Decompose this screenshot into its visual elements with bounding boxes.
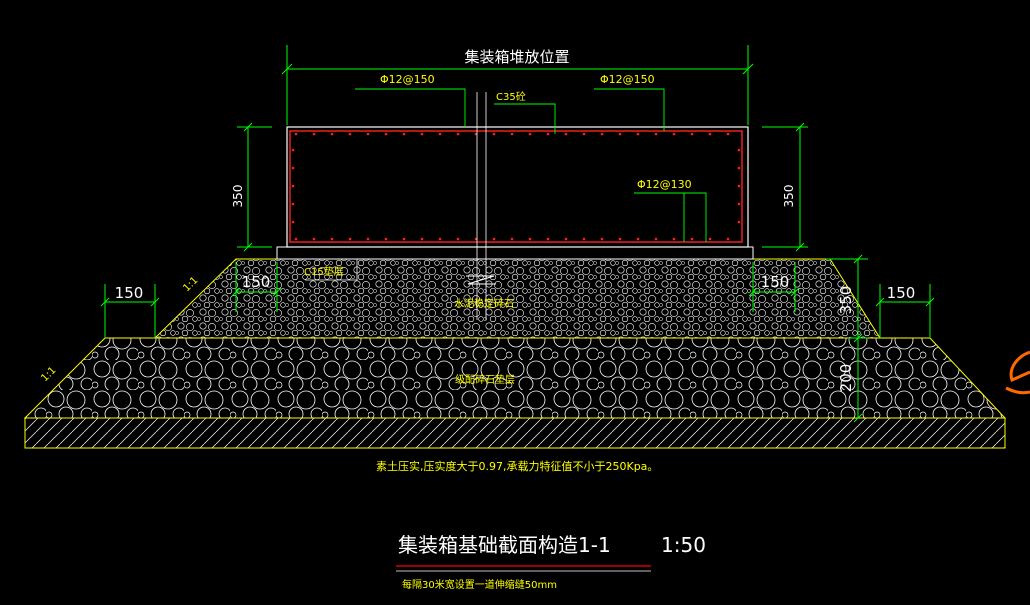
- c15-cushion: [276, 246, 754, 260]
- rebar-dot: [510, 237, 514, 241]
- rebar-dot: [438, 132, 442, 136]
- rebar-dot: [636, 132, 640, 136]
- rebar-dot: [618, 237, 622, 241]
- rebar-dot: [291, 148, 295, 152]
- rebar-dot: [708, 237, 712, 241]
- rebar-dot: [492, 132, 496, 136]
- rebar-dot: [420, 237, 424, 241]
- rebar-dot: [600, 132, 604, 136]
- rebar-dots: [291, 132, 741, 241]
- dim-offset-inner-right: 150: [761, 273, 790, 291]
- rebar-dot: [366, 132, 370, 136]
- dim-slab-left: 350: [231, 185, 245, 208]
- slab-height-dims: [237, 122, 808, 252]
- rebar-dot: [546, 237, 550, 241]
- rebar-dot: [564, 132, 568, 136]
- rebar-dot: [582, 132, 586, 136]
- rebar-dot: [312, 237, 316, 241]
- rebar-dot: [528, 132, 532, 136]
- rebar-dot: [737, 166, 741, 170]
- dim-stone-height: 200: [837, 364, 855, 393]
- rebar-dot: [737, 148, 741, 152]
- rebar-dot: [654, 132, 658, 136]
- top-dimension: [281, 45, 754, 125]
- partial-edge-mark: [1005, 350, 1030, 395]
- compacted-soil: [24, 417, 1006, 449]
- drawing-title: 集装箱基础截面构造1-1: [398, 533, 611, 557]
- rebar-dot: [366, 237, 370, 241]
- rebar-dot: [312, 132, 316, 136]
- rebar-dot: [528, 237, 532, 241]
- dim-gravel-height: 350: [837, 286, 855, 315]
- soil-note: 素土压实,压实度大于0.97,承载力特征值不小于250Kpa。: [376, 459, 658, 473]
- slope-label-lower: 1:1: [39, 365, 58, 384]
- rebar-dot: [420, 132, 424, 136]
- rebar-dot: [636, 237, 640, 241]
- rebar-dot: [654, 237, 658, 241]
- rebar-label-inner: Φ12@130: [637, 178, 692, 191]
- dim-offset-outer-left: 150: [115, 284, 144, 302]
- rebar-label-top-right: Φ12@150: [600, 73, 655, 86]
- rebar-dot: [330, 237, 334, 241]
- rebar-label-top-left: Φ12@150: [380, 73, 435, 86]
- rebar-dot: [492, 237, 496, 241]
- rebar-dot: [456, 132, 460, 136]
- rebar-dot: [294, 132, 298, 136]
- rebar-dot: [510, 132, 514, 136]
- rebar-dot: [726, 237, 730, 241]
- rebar-dot: [737, 184, 741, 188]
- rebar-leaders: [355, 88, 707, 242]
- rebar-dot: [348, 132, 352, 136]
- concrete-label: C35砼: [496, 90, 526, 103]
- rebar-dot: [402, 237, 406, 241]
- rebar-dot: [690, 132, 694, 136]
- rebar-dot: [384, 237, 388, 241]
- layer-height-dims: [826, 254, 868, 423]
- footnote: 每隔30米宽设置一道伸缩缝50mm: [402, 578, 557, 591]
- rebar-dot: [618, 132, 622, 136]
- dim-slab-right: 350: [782, 185, 796, 208]
- rebar-dot: [384, 132, 388, 136]
- gravel-layer-label: 水泥稳定碎石: [454, 297, 514, 310]
- rebar-dot: [330, 132, 334, 136]
- offset-dims: [100, 262, 935, 338]
- rebar-dot: [294, 237, 298, 241]
- cement-gravel-layer: [153, 258, 881, 339]
- rebar-dot: [291, 220, 295, 224]
- break-symbol: [466, 275, 496, 285]
- rebar-dot: [600, 237, 604, 241]
- concrete-slab: [286, 126, 749, 248]
- rebar-dot: [726, 132, 730, 136]
- rebar-dot: [291, 184, 295, 188]
- rebar-cage: [289, 130, 743, 243]
- rebar-dot: [672, 132, 676, 136]
- rebar-dot: [564, 237, 568, 241]
- rebar-dot: [291, 166, 295, 170]
- dim-offset-inner-left: 150: [242, 273, 271, 291]
- rebar-dot: [402, 132, 406, 136]
- rebar-dot: [291, 202, 295, 206]
- rebar-dot: [690, 237, 694, 241]
- rebar-dot: [348, 237, 352, 241]
- stone-layer-label: 级配碎石垫层: [455, 373, 515, 386]
- rebar-dot: [737, 220, 741, 224]
- cushion-label: C15垫层: [304, 265, 344, 278]
- slope-label-upper: 1:1: [181, 275, 200, 294]
- dim-offset-outer-right: 150: [887, 284, 916, 302]
- top-label: 集装箱堆放位置: [464, 48, 569, 66]
- rebar-dot: [672, 237, 676, 241]
- rebar-dot: [737, 202, 741, 206]
- rebar-dot: [708, 132, 712, 136]
- rebar-dot: [456, 237, 460, 241]
- rebar-dot: [438, 237, 442, 241]
- rebar-dot: [546, 132, 550, 136]
- rebar-dot: [582, 237, 586, 241]
- drawing-scale: 1:50: [661, 533, 706, 557]
- c15-leader: [305, 259, 358, 281]
